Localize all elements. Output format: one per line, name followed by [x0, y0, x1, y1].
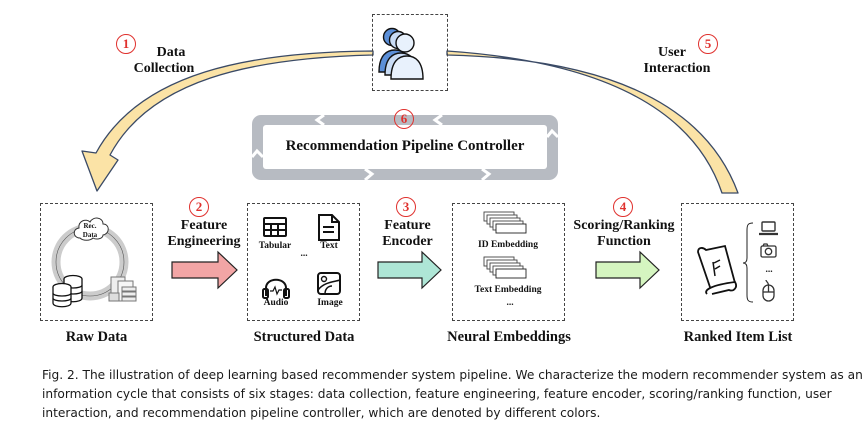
structured-data-title: Structured Data: [253, 329, 355, 345]
raw-data-box: [40, 203, 153, 321]
laptop-icon: [759, 221, 778, 236]
pipeline-controller-label: Recommendation Pipeline Controller: [285, 138, 525, 154]
id-embedding-stack-icon: [483, 211, 527, 234]
pipeline-controller-loop: [250, 113, 560, 182]
stage-3-label-line: Feature: [384, 218, 431, 233]
stage-2-label-line: Feature: [180, 218, 228, 233]
stage-4-label-line: Function: [597, 234, 651, 249]
stage-5-label-line: User: [658, 45, 686, 60]
stage-5-label: User Interaction: [632, 45, 722, 77]
stage-2-label: Feature Engineering: [160, 218, 248, 250]
image-icon: [317, 272, 341, 295]
mouse-icon: [762, 279, 775, 302]
cloud-label-line: Data: [82, 231, 98, 239]
stage-3-label: Feature Encoder: [365, 218, 450, 250]
users-box: [372, 14, 448, 91]
stage-2-label-line: Engineering: [167, 234, 241, 249]
diagram-graphics: [51, 27, 778, 308]
documents-server-icon: [108, 276, 137, 302]
stage-1-number: 1: [116, 34, 136, 54]
camera-icon: [760, 243, 777, 258]
users-group-icon: [378, 27, 424, 80]
stage-4-number: 4: [613, 197, 633, 217]
brace-icon: [742, 222, 754, 303]
text-embedding-label: Text Embedding: [474, 285, 542, 295]
feature-engineering-arrow: [171, 250, 238, 290]
caption-line: Fig. 2. The illustration of deep learnin…: [42, 368, 863, 382]
stage-3-label-line: Encoder: [382, 234, 433, 249]
ranked-item-list-box: [681, 203, 794, 321]
stage-5-label-line: Interaction: [643, 61, 711, 76]
caption-line: interaction, and recommendation pipeline…: [42, 406, 601, 420]
stage-3-number: 3: [396, 197, 416, 217]
structured-ellipsis: ...: [300, 249, 308, 259]
stage-4-label-line: Scoring/Ranking: [573, 218, 675, 233]
headphones-icon: [262, 278, 290, 299]
text-label: Text: [320, 241, 338, 251]
structured-data-box: [247, 203, 360, 321]
stage-4-label: Scoring/Ranking Function: [570, 218, 678, 250]
stage-1-label: Data Collection: [124, 45, 204, 77]
tabular-label: Tabular: [258, 241, 292, 251]
figure-caption: Fig. 2. The illustration of deep learnin…: [42, 366, 863, 423]
caption-line: information cycle that consists of six s…: [42, 387, 832, 401]
stage-5-number: 5: [698, 34, 718, 54]
neural-embeddings-box: [452, 203, 565, 321]
data-collection-curve-arrow: [81, 50, 374, 192]
ranked-item-list-title: Ranked Item List: [683, 329, 793, 345]
feature-encoder-arrow: [377, 250, 442, 290]
stage-6-number: 6: [394, 109, 414, 129]
raw-data-title: Raw Data: [65, 329, 128, 345]
database-icon: [52, 274, 83, 308]
id-embedding-label: ID Embedding: [478, 240, 538, 250]
cloud-label: Rec. Data: [76, 222, 104, 240]
cloud-label-line: Rec.: [83, 222, 97, 230]
cloud-icon: [73, 217, 109, 241]
ranked-items-ellipsis: ...: [765, 265, 773, 275]
scroll-icon: [697, 244, 737, 295]
image-label: Image: [317, 298, 343, 308]
stage-1-label-line: Collection: [133, 61, 195, 76]
stage-1-label-line: Data: [156, 45, 186, 60]
scoring-ranking-arrow: [595, 250, 660, 290]
neural-embeddings-title: Neural Embeddings: [447, 329, 571, 345]
table-icon: [263, 217, 287, 237]
embeddings-ellipsis: ...: [506, 298, 514, 308]
raw-data-cycle-icon: [51, 217, 137, 308]
text-embedding-stack-icon: [483, 256, 527, 279]
document-icon: [318, 214, 340, 241]
audio-label: Audio: [263, 298, 289, 308]
user-interaction-curve: [446, 50, 739, 194]
stage-2-number: 2: [189, 197, 209, 217]
